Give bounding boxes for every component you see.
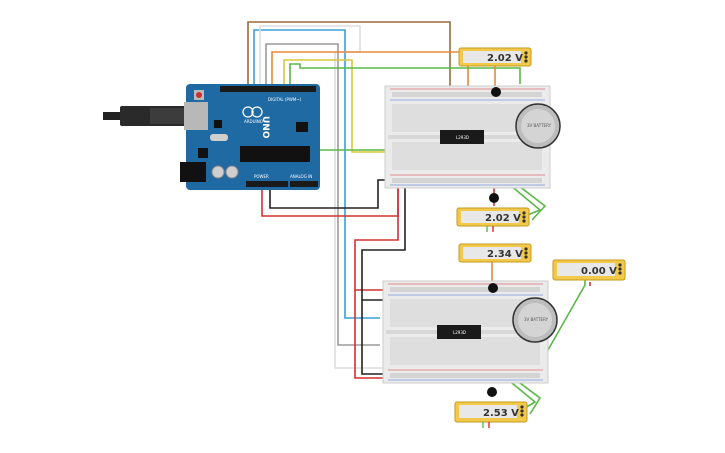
capacitor-2 xyxy=(225,165,239,179)
analog-header xyxy=(290,181,318,187)
multimeter-4[interactable]: 0.00 V xyxy=(552,259,626,281)
multimeter-2[interactable]: 2.02 V xyxy=(456,207,530,227)
capacitor-1 xyxy=(211,165,225,179)
ic-l293d-1[interactable] xyxy=(440,130,484,144)
multimeter-3-display xyxy=(463,247,521,259)
arduino-uno[interactable]: DIGITAL (PWM~) POWER ANALOG IN ARDUINO U… xyxy=(103,84,320,190)
multimeter-1-reading: 2.02 V xyxy=(487,53,523,64)
wire-red-bb2-bottom[interactable] xyxy=(354,290,390,379)
multimeter-1-display xyxy=(463,51,521,63)
digital-header xyxy=(220,86,316,92)
multimeter-4-display xyxy=(557,263,615,276)
multimeter-1[interactable]: 2.02 V xyxy=(458,47,532,67)
multimeter-2-display xyxy=(461,211,519,223)
smd-chip xyxy=(214,120,222,128)
atmega-chip xyxy=(240,146,310,162)
breadboard-1[interactable]: L293D 3V BATTERY xyxy=(384,85,561,203)
wire-white-top[interactable] xyxy=(259,25,390,369)
multimeter-2-reading: 2.02 V xyxy=(485,213,521,224)
digital-header-label: DIGITAL (PWM~) xyxy=(268,97,302,102)
reset-button-cap[interactable] xyxy=(196,92,202,98)
wire-black-gnd[interactable] xyxy=(269,179,390,209)
wire-brown[interactable] xyxy=(247,21,451,128)
bb2-green-mm4[interactable] xyxy=(547,280,586,351)
bb1-holes-top-rail xyxy=(392,92,542,97)
multimeter-3[interactable]: 2.34 V xyxy=(458,243,532,263)
bb1-holes-lower xyxy=(392,142,542,170)
coin-battery-1-inner xyxy=(521,109,555,143)
usb-plug-ridge xyxy=(150,108,184,124)
arduino-model: UNO xyxy=(260,116,270,139)
power-label: POWER xyxy=(254,174,269,179)
breadboard-2[interactable]: L293D 3V BATTERY xyxy=(382,280,558,397)
wire-black-bb2-bottom[interactable] xyxy=(361,300,390,375)
bb1-holes-bottom-rail xyxy=(392,178,542,183)
wire-black-to-bb2[interactable] xyxy=(361,188,406,301)
usb-cable xyxy=(103,112,123,120)
coin-battery-2-label: 3V BATTERY xyxy=(524,317,549,322)
motor-1-bottom[interactable] xyxy=(489,193,499,203)
wire-blue-top[interactable] xyxy=(253,29,380,319)
ic-l293d-2[interactable] xyxy=(437,325,481,339)
arduino-logo: ARDUINO UNO xyxy=(242,106,270,139)
motor-1-top[interactable] xyxy=(491,87,501,97)
multimeter-4-reading: 0.00 V xyxy=(581,266,617,277)
icsp-header xyxy=(296,122,308,132)
multimeter-5-reading: 2.53 V xyxy=(483,408,519,419)
wire-gray-top[interactable] xyxy=(265,43,380,346)
motor-2-top[interactable] xyxy=(488,283,498,293)
crystal xyxy=(210,134,228,141)
ic-l293d-2-label: L293D xyxy=(453,330,466,335)
wire-red-to-bb2[interactable] xyxy=(354,188,399,291)
probe-leads xyxy=(482,226,494,428)
power-jack xyxy=(180,162,206,182)
bb2-holes-bottom-rail xyxy=(390,373,540,378)
multimeter-5-display xyxy=(459,405,517,418)
wire-green-top[interactable] xyxy=(289,63,521,90)
usb-port xyxy=(184,102,208,130)
wire-yellow-top[interactable] xyxy=(283,59,420,153)
regulator xyxy=(198,148,208,158)
analog-label: ANALOG IN xyxy=(290,174,312,179)
multimeter-5[interactable]: 2.53 V xyxy=(454,401,528,423)
ic-l293d-1-label: L293D xyxy=(456,135,469,140)
multimeter-3-reading: 2.34 V xyxy=(487,249,523,260)
arduino-brand: ARDUINO xyxy=(244,119,263,124)
bb2-holes-top-rail xyxy=(390,287,540,292)
arduino-board xyxy=(186,84,320,190)
power-header xyxy=(246,181,288,187)
bb2-holes-lower xyxy=(390,337,540,365)
coin-battery-2-inner xyxy=(518,303,552,337)
motor-2-bottom[interactable] xyxy=(487,387,497,397)
coin-battery-1-label: 3V BATTERY xyxy=(527,123,552,128)
